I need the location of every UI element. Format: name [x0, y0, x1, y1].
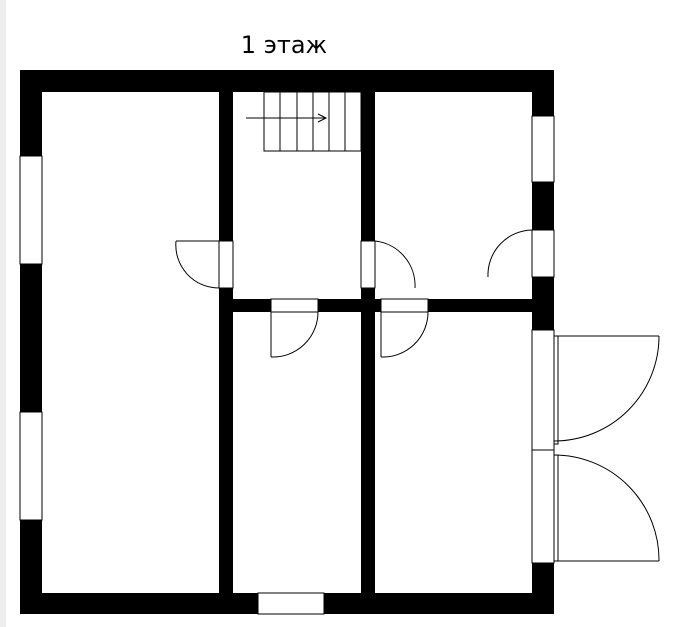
page-edge	[0, 0, 6, 627]
door-openings	[218, 229, 555, 564]
door-swing-icon	[553, 335, 660, 445]
staircase-icon	[246, 91, 362, 152]
door-swing-icon	[487, 229, 533, 278]
door-swings	[175, 229, 660, 562]
entrance-opening-upper	[531, 329, 555, 451]
window-bottom	[257, 592, 325, 615]
door-swing-icon	[175, 240, 220, 289]
door-swing-icon	[270, 311, 319, 358]
door-swing-icon	[374, 240, 416, 289]
door-opening-hall-right	[380, 298, 429, 313]
window-right-upper	[531, 115, 555, 183]
door-opening-inner-left	[218, 240, 234, 289]
outer-wall-left	[20, 70, 42, 614]
windows	[19, 115, 555, 615]
door-opening-hall-left	[270, 298, 319, 313]
plan-title: 1 этаж	[241, 31, 327, 59]
inner-wall-left	[219, 92, 233, 593]
door-swing-icon	[553, 454, 660, 562]
inner-wall-middle	[361, 92, 375, 593]
arrow-head-icon	[317, 113, 328, 123]
window-left-lower	[19, 411, 43, 521]
outer-wall-top	[20, 70, 554, 92]
door-opening-inner-middle	[360, 240, 376, 289]
walls	[20, 70, 554, 614]
entrance-opening-lower	[531, 449, 555, 564]
door-swing-icon	[380, 311, 429, 358]
window-left-upper	[19, 155, 43, 265]
door-opening-right-upper	[531, 229, 555, 278]
